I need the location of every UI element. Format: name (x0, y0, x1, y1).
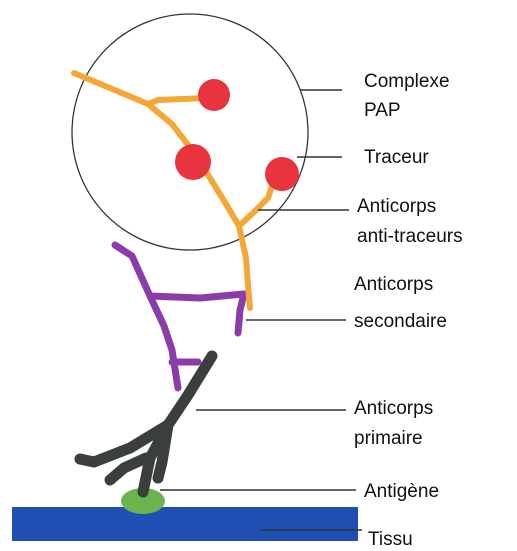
label-anticorps-anti-1: Anticorps (357, 196, 436, 217)
secondary-antibody (115, 245, 244, 388)
label-anticorps-prim-1: Anticorps (354, 398, 433, 419)
tracer-dot-right (265, 157, 299, 191)
tracer-dot-top (198, 79, 230, 111)
label-anticorps-sec-1: Anticorps (354, 274, 433, 295)
pap-complex-circle (72, 14, 308, 250)
label-traceur: Traceur (364, 147, 429, 168)
tissue-band (12, 507, 358, 541)
primary-antibody (80, 356, 212, 492)
label-tissu: Tissu (368, 529, 413, 550)
label-anticorps-sec-2: secondaire (354, 311, 447, 332)
tracer-dot-middle (175, 144, 211, 180)
label-anticorps-anti-2: anti-traceurs (357, 226, 463, 247)
label-complexe: Complexe (364, 71, 450, 92)
anti-tracer-antibody (74, 73, 276, 308)
label-anticorps-prim-2: primaire (354, 428, 423, 449)
label-pap: PAP (364, 100, 401, 121)
label-antigene: Antigène (364, 481, 439, 502)
